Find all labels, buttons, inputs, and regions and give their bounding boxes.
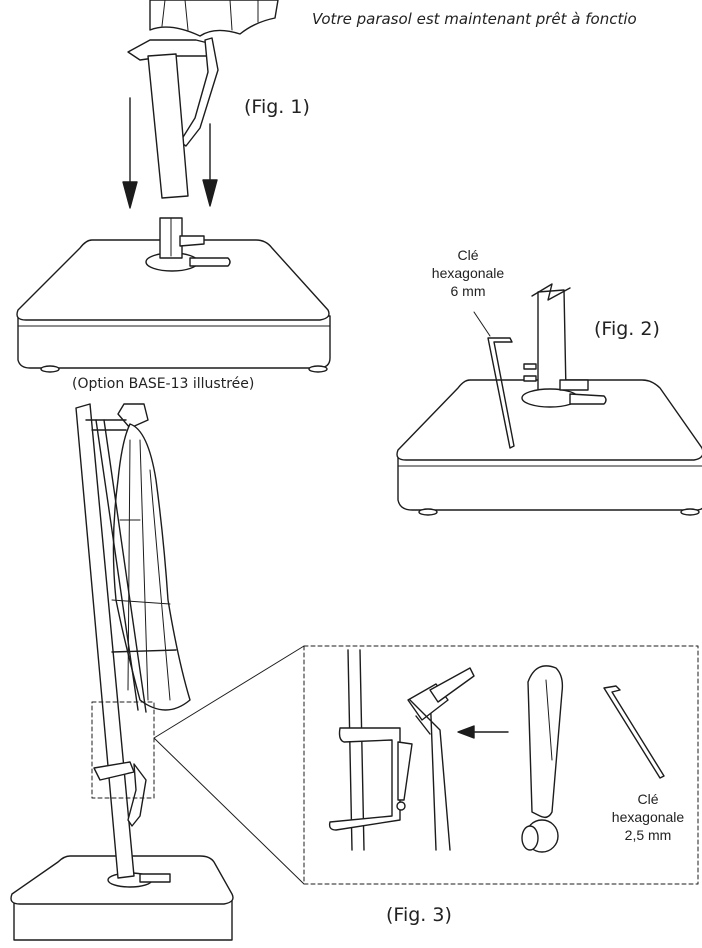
fig1-foot-right bbox=[308, 365, 328, 373]
fig3-handle-small bbox=[93, 761, 135, 781]
fig2-tool-label: Clé hexagonale 6 mm bbox=[428, 246, 508, 300]
fig3-mount-lever bbox=[139, 873, 171, 883]
fig1-arrow-left-head bbox=[122, 181, 138, 209]
fig2-hex-key bbox=[487, 337, 515, 449]
fig3-detail-arm-tube bbox=[409, 699, 451, 851]
fig3-crank-knob-face bbox=[521, 825, 539, 851]
fig2-bolt-lower bbox=[523, 375, 537, 382]
fig2-label: (Fig. 2) bbox=[594, 318, 660, 340]
fig3-detail-bracket bbox=[328, 727, 401, 831]
fig3-tool-label: Clé hexagonale 2,5 mm bbox=[598, 790, 698, 844]
fig1-pole bbox=[147, 53, 189, 199]
fig3-detail-mast bbox=[347, 649, 437, 851]
fig1-mount-clamp bbox=[179, 235, 205, 247]
fig3-canopy-folds bbox=[111, 439, 171, 701]
fig3-canopy bbox=[112, 423, 191, 711]
fig2-pole-break bbox=[531, 283, 571, 301]
fig3-callout-large bbox=[303, 645, 699, 885]
fig3-label: (Fig. 3) bbox=[386, 904, 452, 926]
fig3-canopy-strap bbox=[111, 649, 177, 653]
fig1-base-note: (Option BASE-13 illustrée) bbox=[72, 376, 255, 392]
fig3-crank-handle bbox=[527, 665, 564, 819]
fig3-mast bbox=[75, 403, 135, 879]
fig3-detail-crank-rod bbox=[397, 741, 413, 801]
fig3-detail-arm bbox=[429, 667, 475, 703]
fig3-tool-line-2: hexagonale bbox=[611, 809, 685, 825]
fig2-tool-line-2: hexagonale bbox=[431, 265, 505, 281]
fig3-tool-line-3: 2,5 mm bbox=[624, 827, 672, 843]
fig3-crank-grip-line bbox=[545, 679, 553, 761]
top-caption: Votre parasol est maintenant prêt à fonc… bbox=[312, 10, 637, 28]
fig3-top-bracket bbox=[117, 403, 149, 429]
fig1-base-top bbox=[16, 239, 330, 321]
fig2-mount-lever bbox=[569, 393, 607, 405]
fig3-crank-small bbox=[127, 763, 147, 827]
fig3-callout-small bbox=[91, 701, 155, 799]
fig1-mount-lever bbox=[189, 257, 231, 267]
fig3-connector-top bbox=[153, 645, 305, 739]
fig3-connector-bottom bbox=[153, 737, 305, 885]
fig2-base-top bbox=[396, 379, 702, 461]
fig2-hex-key-leader bbox=[473, 311, 491, 337]
fig2-tool-line-3: 6 mm bbox=[450, 283, 486, 299]
fig1-canopy-fabric bbox=[149, 0, 279, 37]
fig1-crank-arm bbox=[179, 37, 219, 147]
fig1-canopy-fold bbox=[161, 0, 259, 31]
fig3-detail-pivot bbox=[396, 801, 406, 811]
fig2-foot-left bbox=[418, 508, 438, 516]
fig2-foot-right bbox=[680, 508, 700, 516]
fig3-tool-line-1: Clé bbox=[637, 791, 659, 807]
fig3-strut bbox=[95, 419, 147, 713]
fig3-arrow-head bbox=[457, 725, 475, 739]
fig1-label: (Fig. 1) bbox=[244, 96, 310, 118]
fig3-base-side bbox=[13, 899, 233, 941]
fig1-arrow-right-head bbox=[202, 179, 218, 207]
fig1-foot-left bbox=[40, 365, 60, 373]
fig3-hex-key bbox=[603, 685, 665, 779]
fig2-tool-line-1: Clé bbox=[457, 247, 479, 263]
fig2-bolt-upper bbox=[523, 363, 537, 370]
fig2-mount-clamp bbox=[559, 379, 589, 391]
